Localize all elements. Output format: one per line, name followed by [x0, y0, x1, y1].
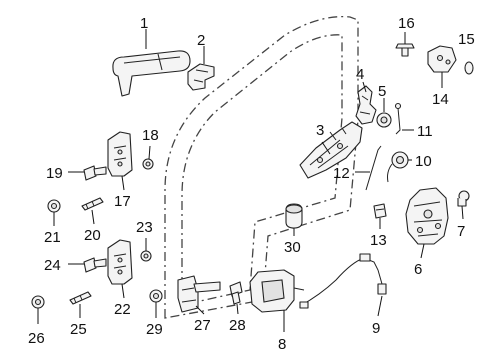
- label-4: 4: [356, 66, 364, 83]
- actuator-rod-part: [365, 145, 382, 191]
- label-13: 13: [370, 232, 387, 249]
- label-11: 11: [417, 123, 433, 140]
- hinge-pin-lower-part: [69, 291, 92, 305]
- label-30: 30: [284, 239, 301, 256]
- leader-20: [91, 209, 95, 225]
- label-19: 19: [46, 165, 63, 182]
- label-2: 2: [197, 32, 205, 49]
- label-23: 23: [136, 219, 153, 236]
- release-cable-part: [299, 253, 387, 309]
- leader-4: [362, 81, 367, 93]
- label-10: 10: [415, 153, 432, 170]
- striker-plate-part: [427, 45, 457, 73]
- door-check-part: [177, 275, 221, 313]
- leader-17: [121, 175, 125, 191]
- callout-labels: 1 2 3 4 5 6 7 8 9 10 11 12 13 14 15 16 1…: [28, 15, 475, 353]
- leader-27: [195, 305, 205, 315]
- upper-hinge-part: [107, 131, 133, 177]
- label-27: 27: [194, 317, 211, 334]
- lock-rod-part: [394, 102, 402, 135]
- plug-part: [464, 61, 474, 75]
- handle-bracket-part: [299, 121, 363, 179]
- outside-handle-part: [112, 50, 191, 97]
- label-3: 3: [316, 122, 324, 139]
- latch-screw-part: [457, 190, 470, 207]
- lower-hinge-part: [107, 239, 133, 285]
- grommet-part: [376, 112, 392, 128]
- label-8: 8: [278, 336, 286, 353]
- bumper-part: [285, 203, 303, 229]
- label-26: 26: [28, 330, 45, 347]
- leader-9: [377, 295, 383, 317]
- check-bolt-part: [229, 281, 243, 305]
- leader-18: [148, 145, 151, 160]
- label-21: 21: [44, 229, 61, 246]
- clip-part: [373, 203, 387, 219]
- label-15: 15: [458, 31, 475, 48]
- label-29: 29: [146, 321, 163, 338]
- label-14: 14: [432, 91, 449, 108]
- check-nut-part: [149, 289, 163, 303]
- label-28: 28: [229, 317, 246, 334]
- hinge-nut-lower-part: [140, 250, 152, 262]
- leader-3: [321, 141, 331, 155]
- lock-bracket-part: [355, 85, 377, 125]
- label-6: 6: [414, 261, 422, 278]
- leader-7: [461, 205, 464, 220]
- hinge-bolt-lower-part: [83, 257, 107, 273]
- washer-nut-upper-part: [47, 199, 61, 213]
- label-22: 22: [114, 301, 131, 318]
- label-24: 24: [44, 257, 61, 274]
- label-16: 16: [398, 15, 415, 32]
- label-9: 9: [372, 320, 380, 337]
- hinge-nut-upper-part: [142, 158, 154, 170]
- label-12: 12: [333, 165, 350, 182]
- washer-nut-lower-part: [31, 295, 45, 309]
- label-5: 5: [378, 83, 386, 100]
- lock-cylinder-part: [387, 151, 409, 183]
- label-25: 25: [70, 321, 87, 338]
- leader-28: [236, 303, 239, 315]
- door-frame-outline: [164, 15, 359, 319]
- label-17: 17: [114, 193, 131, 210]
- door-latch-assembly-part: [405, 187, 449, 245]
- handle-clip-part: [187, 63, 215, 91]
- leader-22: [121, 283, 125, 299]
- leader-6: [420, 243, 425, 259]
- label-1: 1: [140, 15, 148, 32]
- label-20: 20: [84, 227, 101, 244]
- label-7: 7: [457, 223, 465, 240]
- label-18: 18: [142, 127, 159, 144]
- inside-handle-part: [249, 269, 305, 313]
- striker-screw-part: [395, 43, 415, 57]
- hinge-pin-upper-part: [81, 197, 104, 211]
- hinge-bolt-upper-part: [83, 165, 107, 181]
